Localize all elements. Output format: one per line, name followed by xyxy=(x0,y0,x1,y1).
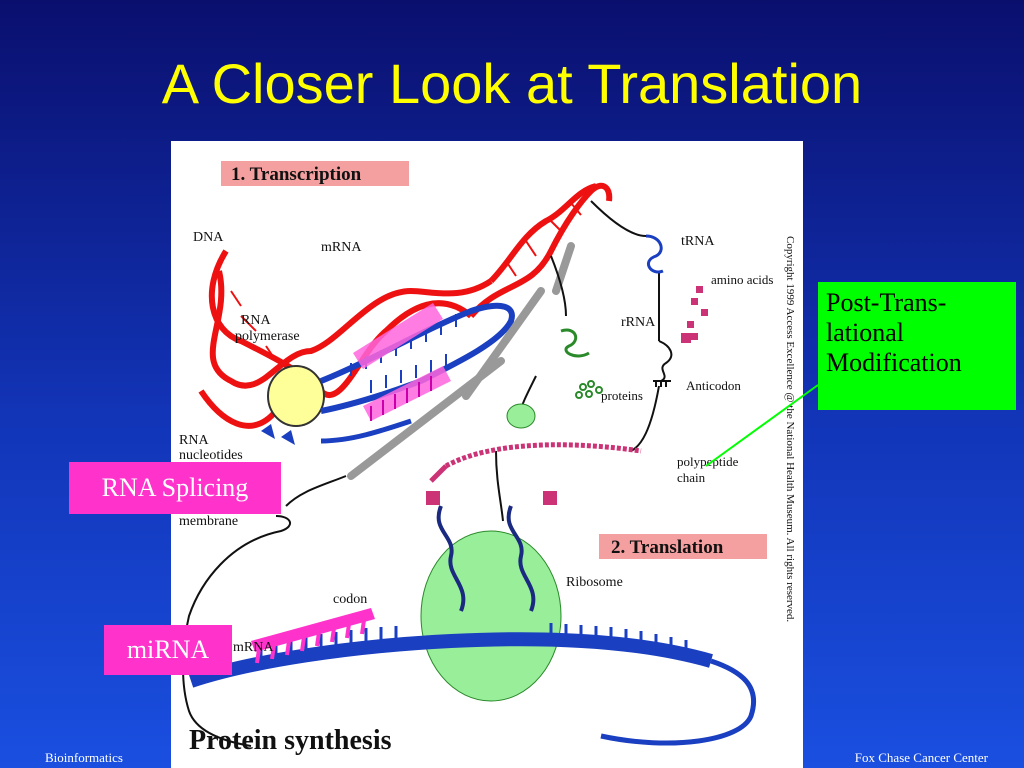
footer-right: Fox Chase Cancer Center xyxy=(854,750,988,765)
footer-left: Bioinformatics xyxy=(45,750,123,765)
label-mrna-top: mRNA xyxy=(321,240,362,255)
mrna-piece xyxy=(320,418,412,444)
label-rna-polymerase-2: polymerase xyxy=(235,329,300,344)
callout-ptm-line3: Modification xyxy=(826,348,962,377)
ribosome xyxy=(420,530,562,702)
proteins-cluster xyxy=(575,380,603,399)
label-rna-nucleotides-2: nucleotides xyxy=(179,448,243,463)
callout-post-translational-modification: Post-Trans- lational Modification xyxy=(818,282,1016,410)
translation-heading: 2. Translation xyxy=(611,537,724,558)
label-ribosome: Ribosome xyxy=(566,575,623,590)
label-rna-polymerase-1: RNA xyxy=(241,313,271,328)
transcription-heading: 1. Transcription xyxy=(231,164,362,185)
dna-rungs xyxy=(230,202,582,382)
label-rna-nucleotides-1: RNA xyxy=(179,433,209,448)
splicing-teeth xyxy=(370,376,432,421)
label-polypeptide-2: chain xyxy=(677,470,706,485)
label-mrna-bottom: mRNA xyxy=(233,640,274,655)
ribosome-trnas xyxy=(436,505,536,612)
trna-amino-acid xyxy=(681,333,691,343)
ribosome-subunit-small xyxy=(506,403,536,429)
label-amino-acids: amino acids xyxy=(711,272,773,287)
figure-drawing: 1. Transcription 2. Translation xyxy=(179,161,796,756)
trna-anticodon xyxy=(653,340,673,387)
callout-ptm-line2: lational xyxy=(826,318,904,347)
transport-rods xyxy=(347,242,575,480)
transcription-heading-box xyxy=(221,161,409,186)
slide-title: A Closer Look at Translation xyxy=(161,52,863,115)
label-anticodon: Anticodon xyxy=(686,378,741,393)
mirna-overlay xyxy=(251,608,375,664)
flow-arrows xyxy=(285,200,660,522)
label-trna: tRNA xyxy=(681,234,715,249)
mrna-translating xyxy=(188,623,757,746)
label-dna: DNA xyxy=(193,230,224,245)
label-membrane: membrane xyxy=(179,514,238,529)
figure-caption: Protein synthesis xyxy=(189,725,392,756)
amino-acids xyxy=(687,286,708,340)
label-proteins: proteins xyxy=(601,388,643,403)
trna-aa-left xyxy=(426,491,440,505)
label-codon: codon xyxy=(333,592,367,607)
rrna-molecule xyxy=(560,328,590,358)
cell-membrane xyxy=(182,515,291,747)
figure-copyright: Copyright 1999 Access Excellence @ the N… xyxy=(784,236,796,622)
rna-polymerase xyxy=(267,365,325,427)
protein-synthesis-figure: 1. Transcription 2. Translation xyxy=(171,141,803,768)
polypeptide-chain xyxy=(429,442,642,483)
translation-heading-box xyxy=(599,534,767,559)
callout-ptm-line1: Post-Trans- xyxy=(826,288,947,317)
rna-nucleotides xyxy=(261,424,295,445)
label-polypeptide-1: polypeptide xyxy=(677,454,739,469)
trna-molecule xyxy=(645,234,664,274)
trna-aa-right xyxy=(543,491,557,505)
callout-rna-splicing: RNA Splicing xyxy=(69,462,281,514)
callout-mirna: miRNA xyxy=(104,625,232,675)
label-rrna: rRNA xyxy=(621,315,656,330)
